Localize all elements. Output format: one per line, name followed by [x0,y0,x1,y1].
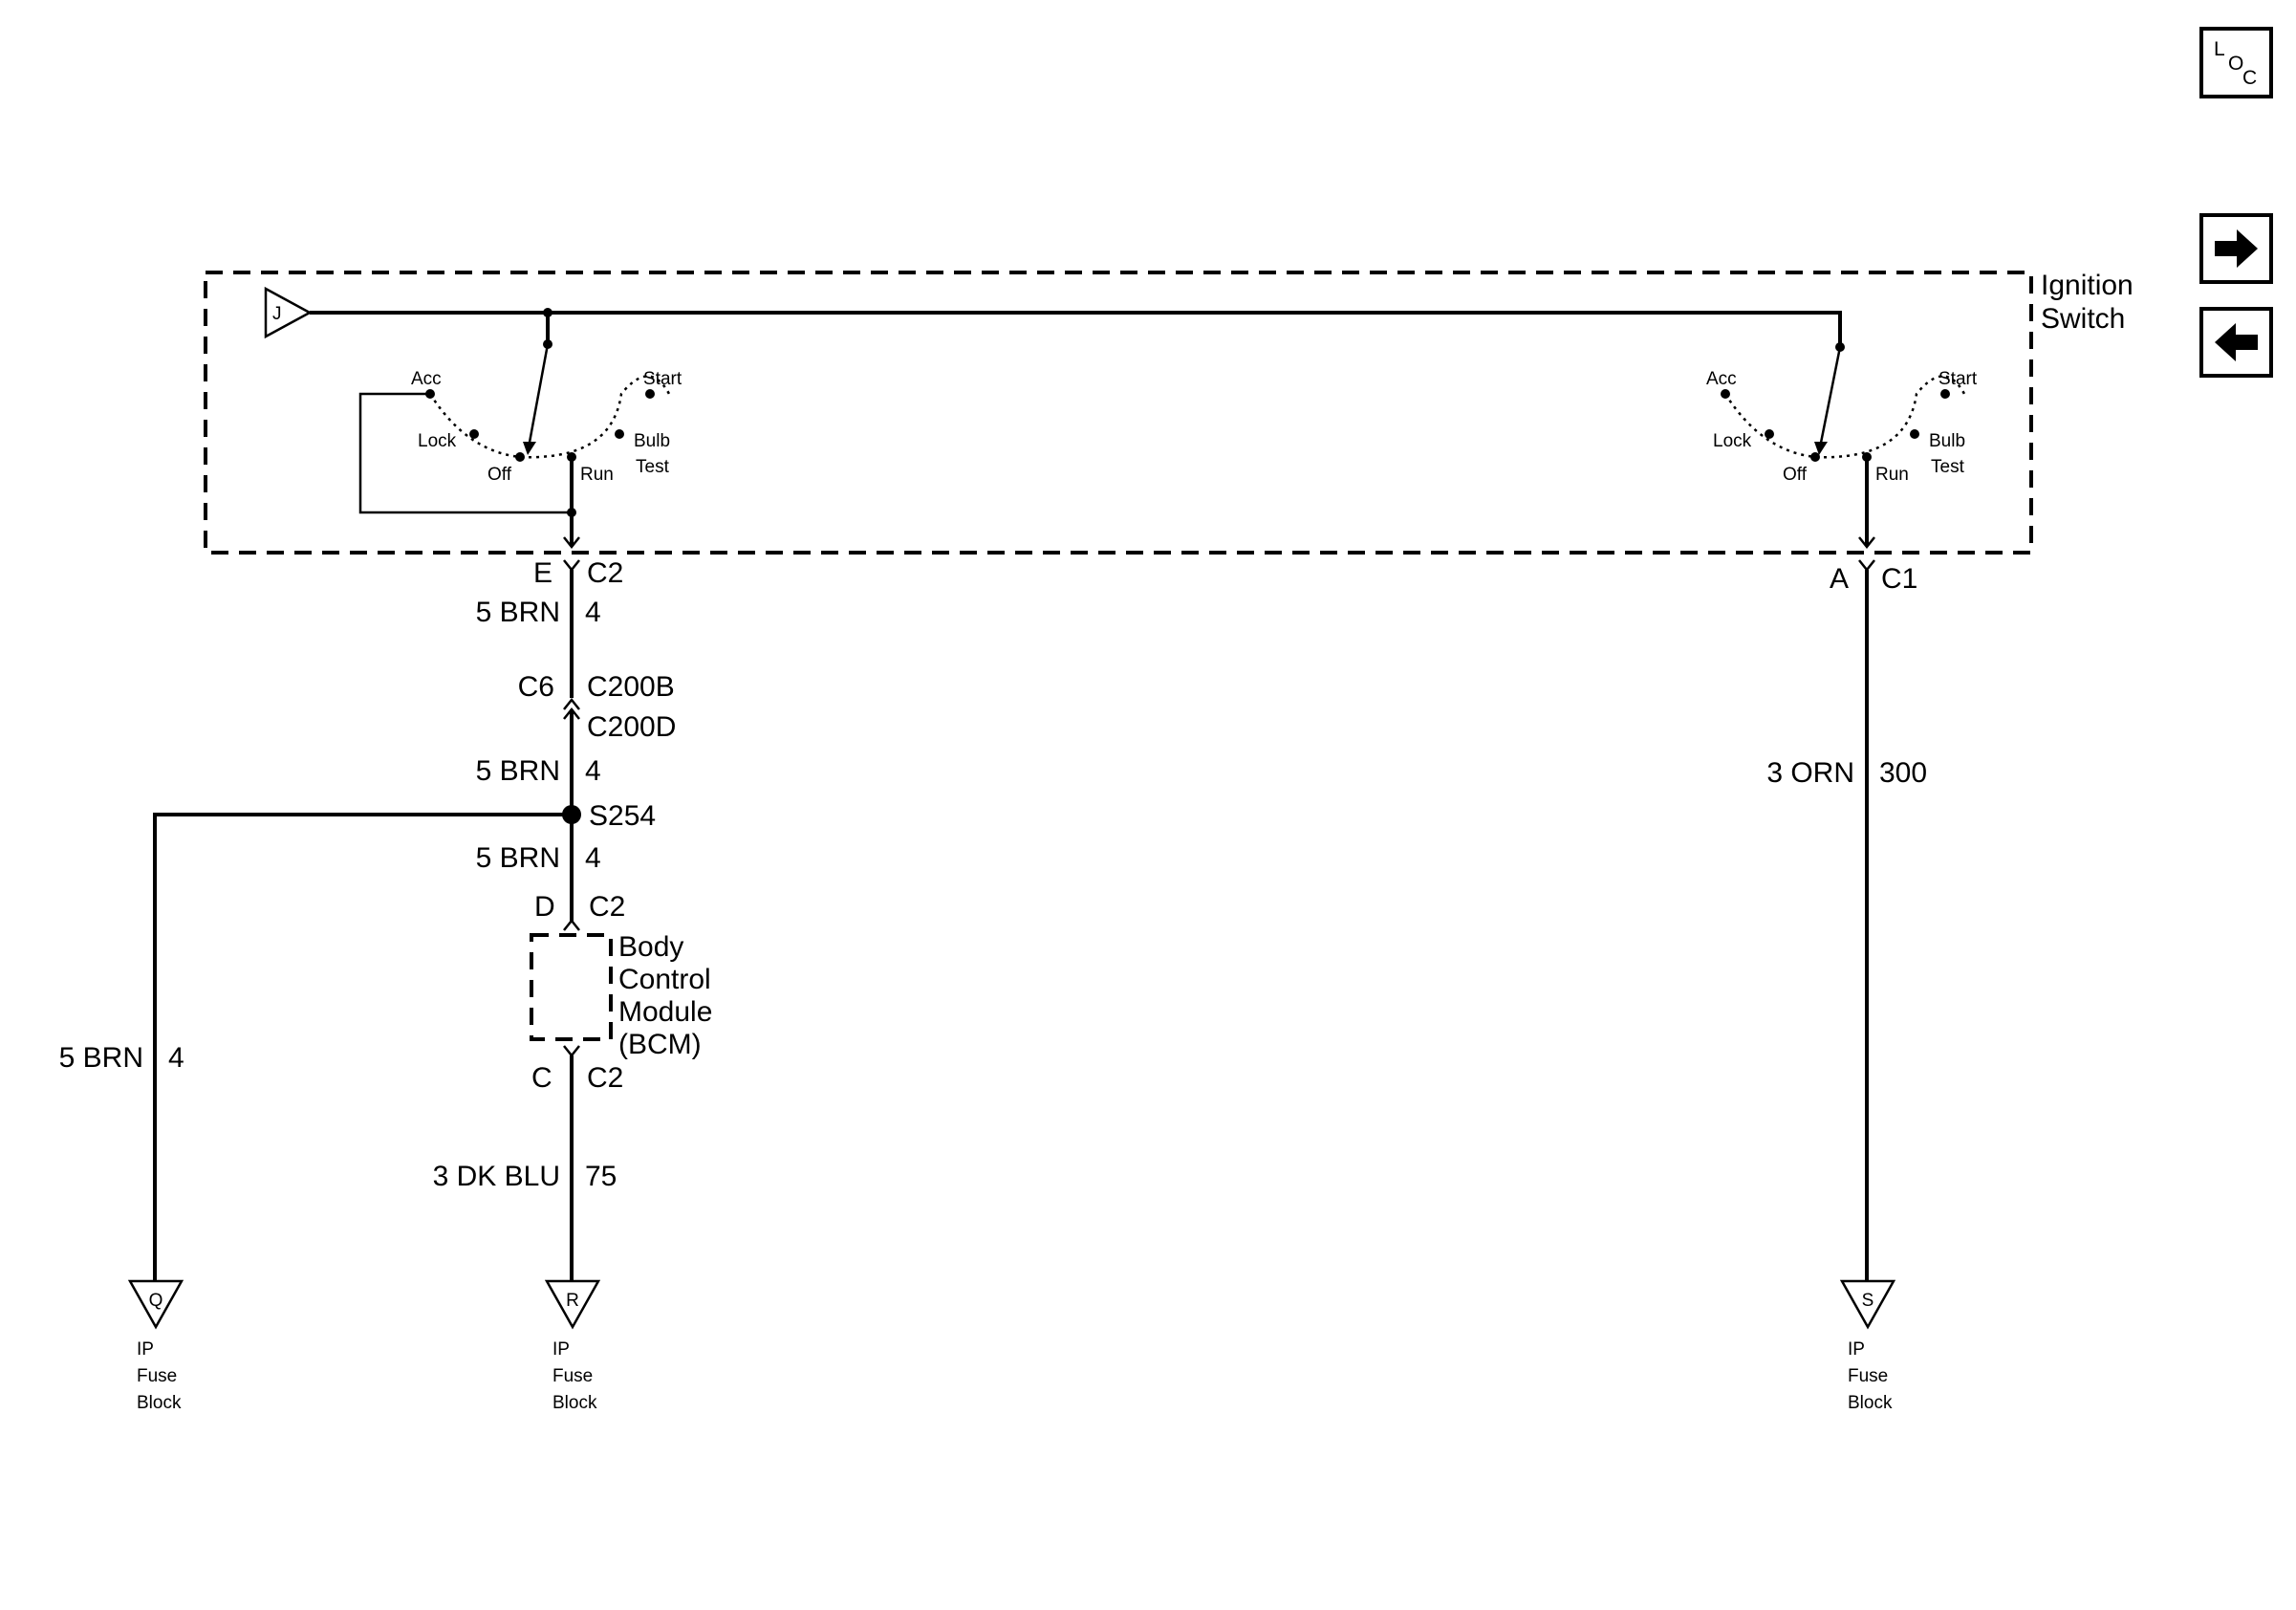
svg-text:S: S [1862,1291,1874,1311]
wire1-color: 5 BRN [476,597,560,628]
bcm-out-id: C2 [587,1062,623,1094]
bcm-label-4: (BCM) [618,1029,702,1060]
left-pos-lock: Lock [418,431,457,451]
loc-letter-c: C [2242,67,2257,89]
branch-circuit: 4 [168,1042,184,1074]
bcm-in-id: C2 [589,891,625,923]
terminal-r-label-1: IP [552,1339,570,1360]
left-switch: Acc Start Lock Bulb Off Run Test [358,343,682,550]
loc-letter-l: L [2214,38,2225,60]
terminal-s-label-3: Block [1848,1393,1893,1413]
terminal-q[interactable]: Q IP Fuse Block [127,1279,184,1413]
forward-button[interactable] [2199,213,2273,284]
terminal-s-label-2: Fuse [1848,1366,1888,1386]
terminal-s-label-1: IP [1848,1339,1865,1360]
left-pos-off: Off [487,465,512,485]
splice-label: S254 [589,800,656,832]
terminal-s[interactable]: S IP Fuse Block [1839,1279,1896,1413]
wire4-circuit: 75 [585,1161,617,1192]
right-pos-test: Test [1931,457,1965,477]
terminal-r[interactable]: R IP Fuse Block [544,1279,601,1413]
wire3-color: 5 BRN [476,842,560,874]
c200-pin: C6 [518,671,554,703]
left-pos-start: Start [643,369,682,389]
conn-a-pin: A [1830,563,1849,595]
input-connector-j: J [264,286,313,339]
c200b-id: C200B [587,671,675,703]
wire2-circuit: 4 [585,755,601,787]
back-button[interactable] [2199,307,2273,378]
loc-button[interactable]: L O C [2199,27,2273,98]
bcm-in-pin: D [534,891,555,923]
right-pos-bulb: Bulb [1929,431,1965,451]
wire2-color: 5 BRN [476,755,560,787]
left-pos-test: Test [636,457,670,477]
terminal-r-label-2: Fuse [552,1366,593,1386]
left-pos-run: Run [580,465,614,485]
ignition-switch-title-line1: Ignition [2041,270,2134,301]
conn-e-id: C2 [587,557,623,589]
terminal-r-label-3: Block [552,1393,597,1413]
loc-letter-o: O [2228,53,2243,75]
right-pos-lock: Lock [1713,431,1752,451]
bcm-label-2: Control [618,964,711,995]
right-wire-color: 3 ORN [1766,757,1854,789]
bcm-box [530,933,613,1041]
terminal-q-label-1: IP [137,1339,154,1360]
terminal-q-label-3: Block [137,1393,182,1413]
svg-text:J: J [272,304,282,324]
right-circuit: A C1 3 ORN 300 [1766,559,1927,1281]
ignition-switch-title-line2: Switch [2041,303,2125,335]
c200d-id: C200D [587,711,676,743]
left-arrow-icon [2215,323,2258,361]
svg-text:Q: Q [149,1291,163,1311]
left-pos-acc: Acc [411,369,442,389]
conn-e-pin: E [533,557,552,589]
right-pos-acc: Acc [1706,369,1737,389]
switch-feed-wire [310,311,1842,347]
right-pos-start: Start [1939,369,1978,389]
right-arrow-icon [2215,229,2258,268]
terminal-q-label-2: Fuse [137,1366,177,1386]
right-pos-run: Run [1875,465,1909,485]
branch-color: 5 BRN [59,1042,143,1074]
bcm-label-1: Body [618,931,683,963]
right-switch: Acc Start Lock Bulb Off Run Test [1706,346,1978,550]
right-wire-circuit: 300 [1879,757,1927,789]
bcm-label-3: Module [618,996,712,1028]
wire4-color: 3 DK BLU [433,1161,560,1192]
left-pos-bulb: Bulb [634,431,670,451]
wire3-circuit: 4 [585,842,601,874]
bcm-out-pin: C [531,1062,552,1094]
left-circuit: E C2 5 BRN 4 C6 C200B C200D 5 BRN 4 S254… [59,557,712,1281]
wire1-circuit: 4 [585,597,601,628]
right-pos-off: Off [1783,465,1808,485]
svg-text:R: R [566,1291,579,1311]
conn-a-id: C1 [1881,563,1917,595]
